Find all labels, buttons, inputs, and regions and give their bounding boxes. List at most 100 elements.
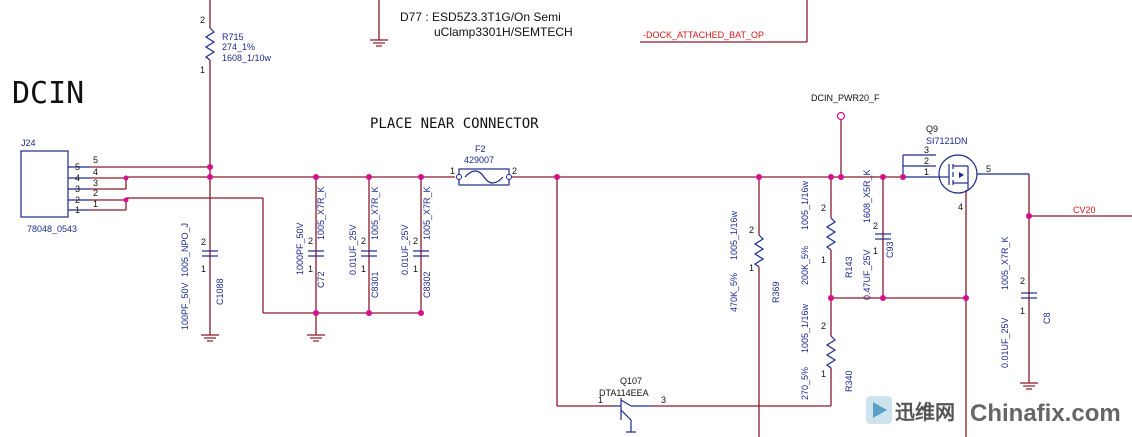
c8302-ref: C8302 bbox=[422, 271, 432, 298]
j24-pin-4: 4 bbox=[75, 173, 80, 183]
r369-resistor bbox=[753, 177, 765, 437]
c1088-pin-bot: 1 bbox=[201, 264, 206, 274]
r143-pin-bot: 1 bbox=[821, 255, 826, 265]
j24-pin-labels-right: 5 4 3 2 1 bbox=[93, 155, 98, 209]
c8-capacitor bbox=[1021, 292, 1037, 299]
j24-pin-2: 2 bbox=[75, 195, 80, 205]
q9-pin4: 4 bbox=[958, 202, 963, 212]
r715-value: 274_1% bbox=[222, 42, 255, 52]
c1088-pin-top: 2 bbox=[201, 237, 206, 247]
gate-node-wire bbox=[831, 190, 967, 437]
r340-package: 1005_1/16w bbox=[800, 303, 810, 353]
r340-pin-top: 2 bbox=[821, 321, 826, 331]
c93-capacitor bbox=[875, 177, 891, 298]
cv20-net-wire bbox=[1028, 174, 1132, 383]
r715-resistor bbox=[204, 0, 216, 75]
c8-pin-top: 2 bbox=[1020, 276, 1025, 286]
c8301-package: 1005_X7R_K bbox=[370, 186, 380, 240]
c8302-pin-top: 2 bbox=[413, 236, 418, 246]
c8-pin-bot: 1 bbox=[1020, 306, 1025, 316]
r715-ref: R715 bbox=[222, 32, 244, 42]
q107-pin1: 1 bbox=[598, 395, 603, 405]
c8302-value: 0.01UF_25V bbox=[400, 224, 410, 275]
dock-net-label: -DOCK_ATTACHED_BAT_OP bbox=[643, 30, 764, 40]
c72-pin-top: 2 bbox=[308, 236, 313, 246]
main-bus-wire bbox=[512, 176, 903, 407]
c93-pin-top: 2 bbox=[873, 221, 878, 231]
c93-value: 0.47UF_25V bbox=[862, 249, 872, 300]
r143-pin-top: 2 bbox=[821, 203, 826, 213]
svg-text:3: 3 bbox=[93, 178, 98, 188]
f2-fuse bbox=[456, 168, 512, 186]
d77-ground-wire bbox=[370, 0, 388, 47]
c1088-capacitor bbox=[202, 250, 218, 257]
r143-package: 1005_1/16w bbox=[800, 180, 810, 230]
q9-ref: Q9 bbox=[926, 124, 938, 134]
c8302-capacitor bbox=[413, 177, 429, 313]
r369-package: 1005_1/16w bbox=[729, 210, 739, 260]
page-title: DCIN bbox=[12, 76, 84, 111]
svg-text:4: 4 bbox=[93, 167, 98, 177]
f2-value: 429007 bbox=[464, 155, 494, 165]
watermark-cn: 迅维网 bbox=[895, 400, 955, 424]
q107-transistor bbox=[600, 398, 831, 433]
c8-value: 0.01UF_25V bbox=[1000, 317, 1010, 368]
c72-pin-bot: 1 bbox=[308, 264, 313, 274]
q9-pin2: 2 bbox=[924, 156, 929, 166]
r340-resistor bbox=[825, 318, 837, 406]
r340-pin-bot: 1 bbox=[821, 369, 826, 379]
q9-pin5: 5 bbox=[986, 164, 991, 174]
q107-part: DTA114EEA bbox=[599, 388, 649, 398]
j24-pin-3: 3 bbox=[75, 184, 80, 194]
q107-ref: Q107 bbox=[620, 376, 642, 386]
c72-value: 1000PF_50V bbox=[295, 222, 305, 275]
c8301-pin-top: 2 bbox=[361, 236, 366, 246]
c93-pin-bot: 1 bbox=[873, 246, 878, 256]
c8-ground bbox=[1020, 382, 1038, 390]
r340-value: 270_5% bbox=[800, 367, 810, 400]
c8301-pin-bot: 1 bbox=[361, 264, 366, 274]
c72-package: 1005_X7R_K bbox=[316, 186, 326, 240]
q9-mosfet bbox=[902, 154, 1029, 194]
c72-ref: C72 bbox=[316, 271, 326, 288]
q107-pin3: 3 bbox=[661, 395, 666, 405]
c8301-ref: C8301 bbox=[370, 271, 380, 298]
c1088-ref: C1088 bbox=[215, 278, 225, 305]
r715-pin-top: 2 bbox=[200, 15, 205, 25]
r369-ref: R369 bbox=[771, 281, 781, 303]
j24-ref: J24 bbox=[21, 138, 36, 148]
dcin-net-label: DCIN_PWR20_F bbox=[811, 93, 880, 103]
svg-text:2: 2 bbox=[93, 188, 98, 198]
r143-resistor bbox=[825, 177, 837, 318]
c8301-value: 0.01UF_25V bbox=[348, 224, 358, 275]
r369-pin-bot: 1 bbox=[749, 263, 754, 273]
c8302-package: 1005_X7R_K bbox=[422, 186, 432, 240]
c93-ref: C93 bbox=[885, 241, 895, 258]
watermark-en: Chinafix.com bbox=[970, 400, 1121, 427]
cv20-net-label: CV20 bbox=[1073, 205, 1096, 215]
r340-ref: R340 bbox=[844, 370, 854, 392]
q9-pin3: 3 bbox=[924, 145, 929, 155]
j24-wiring bbox=[90, 166, 455, 314]
j24-pin-1: 1 bbox=[75, 205, 80, 215]
j24-connector bbox=[20, 150, 69, 218]
c1088-ground bbox=[201, 334, 219, 342]
c1088-package: 1005_NPO_J bbox=[180, 223, 190, 277]
c1088-value: 100PF_50V bbox=[180, 282, 190, 330]
r369-value: 470K_5% bbox=[729, 273, 739, 312]
f2-pin-right: 2 bbox=[512, 166, 517, 176]
r143-value: 200K_5% bbox=[800, 246, 810, 285]
r143-ref: R143 bbox=[844, 256, 854, 278]
r715-package: 1608_1/10w bbox=[222, 53, 272, 63]
c93-package: 1608_X5R_K bbox=[862, 169, 872, 223]
svg-text:5: 5 bbox=[93, 155, 98, 165]
c8-ref: C8 bbox=[1042, 312, 1052, 324]
c8-package: 1005_X7R_K bbox=[1000, 236, 1010, 290]
dcin-net-wire bbox=[836, 111, 846, 177]
c72-ground bbox=[307, 334, 325, 342]
d77-alt-label: uClamp3301H/SEMTECH bbox=[434, 25, 573, 39]
junction-dots bbox=[123, 164, 1032, 316]
r369-pin-top: 2 bbox=[749, 225, 754, 235]
